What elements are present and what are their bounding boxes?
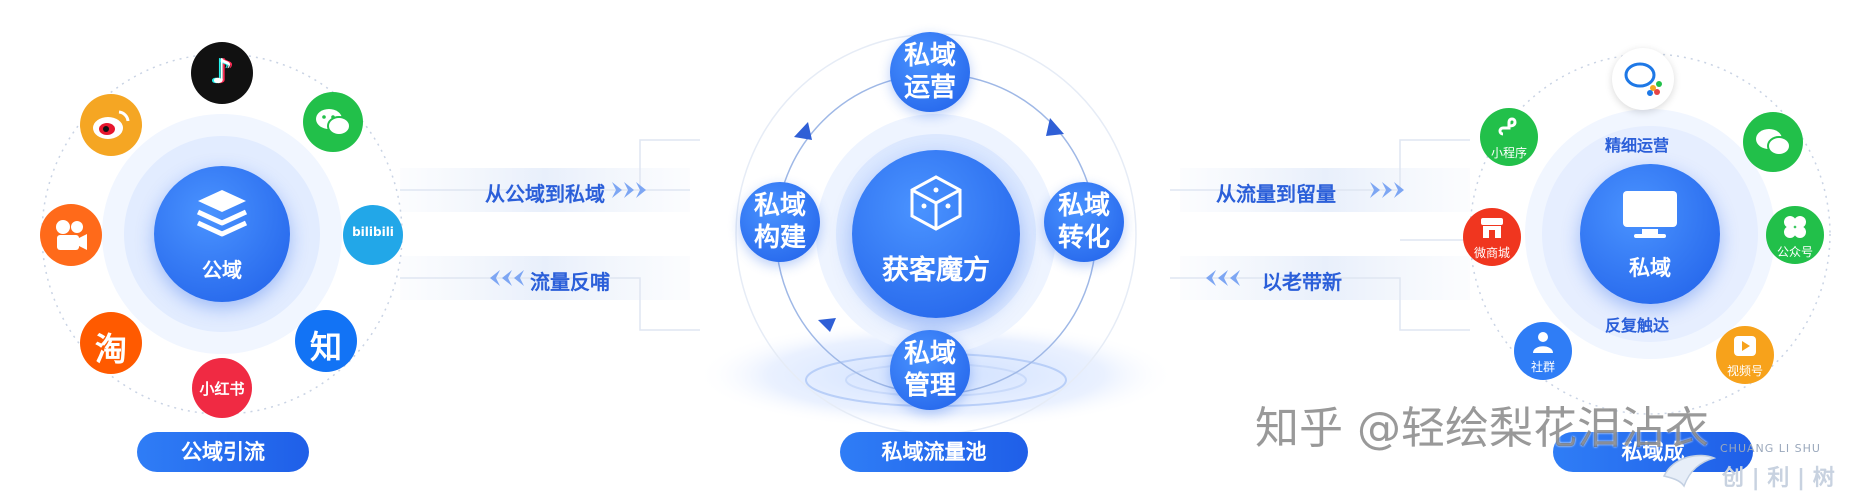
video-account-label: 视频号 — [1726, 364, 1763, 378]
brand-swoosh-icon — [1662, 454, 1717, 488]
public-traffic-caption: 公域引流 — [137, 432, 309, 472]
taobao-icon: 淘 — [80, 312, 142, 374]
node-private-management: 私域管理 — [890, 330, 970, 410]
official-account-label: 公众号 — [1776, 245, 1813, 259]
fine-operation-text: 精细运营 — [1605, 136, 1670, 155]
wechat-icon — [303, 92, 363, 152]
shop-icon — [1481, 218, 1503, 238]
wechat-icon-right — [1743, 112, 1803, 172]
zhihu-watermark: 知乎 @轻绘梨花泪沾衣 — [1255, 403, 1709, 454]
wechat-work-icon — [1612, 48, 1674, 110]
mini-program-label: 小程序 — [1490, 146, 1527, 160]
chuanglishu-logo: CHUANG LI SHU 创 | 利 | 树 — [1660, 432, 1860, 496]
flow-label-traffic-feedback: 流量反哺 — [530, 270, 610, 294]
micro-mall-icon: 微商城 — [1463, 208, 1521, 266]
wechat-bubbles-icon — [316, 109, 351, 136]
flow-chevrons — [490, 182, 1404, 286]
cycle-arrow-1 — [1046, 118, 1064, 136]
camera-icon — [56, 220, 87, 250]
bilibili-icon: bilibili — [343, 205, 403, 265]
monitor-icon — [1623, 191, 1677, 238]
customer-cube-label: 获客魔方 — [882, 255, 990, 286]
customer-cube-hub: 获客魔方 — [852, 150, 1020, 318]
logo-bottom-text: 创 | 利 | 树 — [1722, 466, 1835, 491]
public-domain-hub: 公域 — [154, 166, 290, 302]
public-domain-label: 公域 — [202, 258, 242, 282]
video-account-icon: 视频号 — [1716, 326, 1774, 384]
node-private-conversion: 私域转化 — [1044, 182, 1124, 262]
mini-program-icon: 小程序 — [1480, 108, 1538, 166]
private-result-caption: 私域成 — [1553, 432, 1753, 472]
weibo-icon — [80, 94, 142, 156]
node-private-operation: 私域运营 — [890, 32, 970, 112]
people-icon — [1533, 332, 1553, 353]
official-account-icon: 公众号 — [1766, 206, 1824, 264]
flow-label-public-to-private: 从公域到私域 — [485, 182, 605, 206]
kuaishou-icon — [40, 204, 102, 266]
flow-label-referral: 以老带新 — [1262, 270, 1342, 294]
community-icon: 社群 — [1514, 322, 1572, 380]
cycle-arrow-3 — [818, 318, 836, 332]
clover-icon — [1784, 216, 1806, 238]
node-private-build: 私域构建 — [740, 182, 820, 262]
xiaohongshu-icon: 小红书 — [192, 358, 252, 418]
micro-mall-label: 微商城 — [1473, 246, 1510, 260]
private-domain-hub: 私域 — [1580, 164, 1720, 304]
link-s-icon — [1498, 117, 1517, 136]
flow-label-traffic-to-retention: 从流量到留量 — [1216, 182, 1336, 206]
community-label: 社群 — [1530, 360, 1555, 374]
private-pool-caption: 私域流量池 — [840, 432, 1028, 472]
private-domain-label: 私域 — [1629, 256, 1671, 280]
cube-icon — [910, 175, 962, 231]
zhihu-icon: 知 — [295, 310, 357, 372]
wechat-glyph — [1756, 129, 1791, 156]
wechat-work-glyph — [1624, 62, 1662, 96]
layers-icon — [196, 190, 248, 237]
logo-top-text: CHUANG LI SHU — [1720, 442, 1821, 455]
douyin-icon: ♪ — [191, 42, 253, 104]
repeat-reach-text: 反复触达 — [1605, 316, 1670, 335]
weibo-eye-icon — [93, 110, 130, 139]
cycle-arrow-2 — [794, 122, 812, 140]
play-icon — [1734, 336, 1756, 356]
